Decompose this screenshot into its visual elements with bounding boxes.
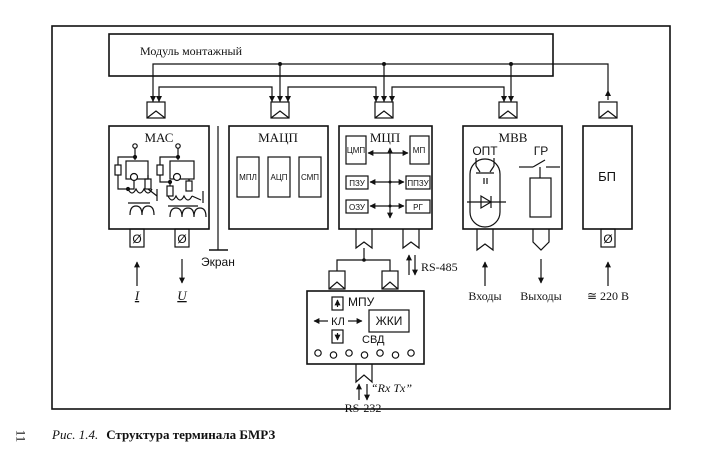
lcd-display xyxy=(368,309,410,333)
led-indicator xyxy=(360,351,369,359)
input-i-label: I xyxy=(134,288,140,303)
caption-text: Структура терминала БМРЗ xyxy=(106,427,276,442)
led-indicator xyxy=(391,351,400,359)
mas-circuit-1 xyxy=(114,143,158,216)
mpu-title: МПУ xyxy=(348,295,375,309)
block-mpl xyxy=(236,156,260,198)
outputs-label: Выходы xyxy=(520,289,561,303)
svg-text:АЦП: АЦП xyxy=(270,173,287,182)
mas-circuit-2 xyxy=(156,143,207,218)
mounting-module-label: Модуль монтажный xyxy=(140,44,243,58)
block-pzu xyxy=(345,175,369,190)
svg-text:ЦМП: ЦМП xyxy=(347,146,366,155)
inputs-label: Входы xyxy=(468,289,501,303)
outer-frame xyxy=(51,25,671,410)
matsp-title: МАЦП xyxy=(258,130,298,145)
optocoupler-label: ОПТ xyxy=(472,144,498,158)
key-up xyxy=(331,296,344,311)
svg-text:ОЗУ: ОЗУ xyxy=(349,203,366,212)
led-indicator xyxy=(314,349,322,357)
block-ozu xyxy=(345,199,369,214)
module-matsp: МАЦП МПЛ АЦП СМП xyxy=(228,125,329,230)
svg-text:СМП: СМП xyxy=(301,173,319,182)
led-indicator xyxy=(376,349,384,357)
screen-ground: Экран xyxy=(201,126,235,269)
rs485-label: RS-485 xyxy=(421,260,458,274)
figure-caption: Рис. 1.4. Структура терминала БМРЗ xyxy=(52,427,275,443)
svg-text:ЖКИ: ЖКИ xyxy=(376,314,403,328)
power-label: ≅ 220 В xyxy=(587,289,629,303)
led-indicator xyxy=(407,349,415,357)
connectors-top xyxy=(146,101,618,119)
module-mpu: МПУ КЛ ЖКИ СВД xyxy=(306,290,425,384)
rxtx-label: “Rx Tx” xyxy=(371,381,412,395)
block-rg xyxy=(405,199,431,214)
bp-title: БП xyxy=(598,169,616,184)
keyboard-label: КЛ xyxy=(331,316,345,328)
mas-terminal-u xyxy=(174,228,190,248)
block-tsmp xyxy=(345,135,367,165)
bus-wires xyxy=(150,62,611,102)
screen-label: Экран xyxy=(201,255,235,269)
module-mas: МАС xyxy=(108,125,210,303)
module-mvv: МВВ ОПТ ГР Входы Выходы xyxy=(462,125,563,303)
svg-text:ППЗУ: ППЗУ xyxy=(407,179,429,188)
mounting-module: Модуль монтажный xyxy=(108,33,554,77)
module-mtsp: МЦП ЦМП МП ПЗУ ППЗУ ОЗУ РГ xyxy=(338,125,433,250)
mas-terminal-i xyxy=(129,228,145,248)
input-u-label: U xyxy=(177,288,188,303)
led-row xyxy=(314,349,415,359)
module-bp: БП Ø ≅ 220 В xyxy=(582,125,633,303)
relay-symbol xyxy=(519,159,560,218)
mvv-title: МВВ xyxy=(499,130,528,145)
block-mp xyxy=(409,135,430,165)
mtsp-title: МЦП xyxy=(370,130,400,145)
block-ppzu xyxy=(405,175,431,190)
svg-text:Ø: Ø xyxy=(132,232,141,246)
leds-label: СВД xyxy=(362,334,385,346)
led-indicator xyxy=(329,351,338,359)
optocoupler-symbol xyxy=(467,158,506,228)
svg-text:РГ: РГ xyxy=(413,203,423,212)
key-down xyxy=(331,329,344,344)
mas-title: МАС xyxy=(145,130,174,145)
mpu-wiring xyxy=(328,248,399,290)
caption-number: Рис. 1.4. xyxy=(52,427,99,442)
svg-text:ПЗУ: ПЗУ xyxy=(349,179,365,188)
rs485-link: RS-485 xyxy=(406,254,458,276)
svg-text:МПЛ: МПЛ xyxy=(239,173,257,182)
rs232-link: “Rx Tx” RS-232 xyxy=(345,381,413,415)
svg-text:МП: МП xyxy=(413,146,426,155)
bp-terminal xyxy=(600,228,616,248)
rs232-label: RS-232 xyxy=(345,401,382,415)
page-number: 11 xyxy=(13,429,29,443)
svg-text:Ø: Ø xyxy=(603,232,612,246)
svg-text:Ø: Ø xyxy=(177,232,186,246)
led-indicator xyxy=(345,349,353,357)
relay-label: ГР xyxy=(534,144,549,158)
block-adc xyxy=(267,156,291,198)
block-smp xyxy=(298,156,322,198)
